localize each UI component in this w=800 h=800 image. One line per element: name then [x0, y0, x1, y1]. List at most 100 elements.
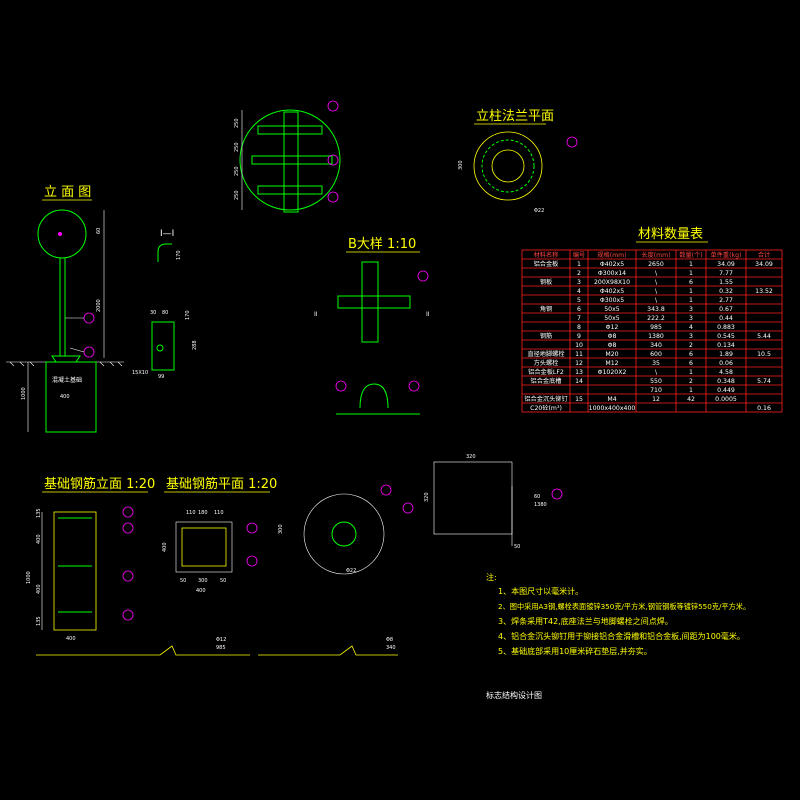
table-cell: Φ402x5	[600, 261, 624, 268]
table-cell: 1	[689, 261, 693, 268]
table-header-cell: 数量(个)	[679, 251, 702, 259]
table-cell: M4	[607, 396, 616, 403]
table-cell: 0.348	[717, 378, 735, 385]
dim-mid: 2000	[96, 299, 102, 312]
table-cell: 6	[689, 279, 693, 286]
post-back	[283, 111, 299, 213]
table-cell: 2	[577, 270, 581, 277]
table-cell: M12	[605, 360, 618, 367]
foundation-block	[45, 361, 97, 433]
rebar-1-dia: Φ12	[216, 637, 226, 643]
table-cell: 1	[689, 387, 693, 394]
section-profile	[157, 243, 172, 262]
table-cell: 550	[650, 378, 662, 385]
anchor-dim-a: 60	[534, 494, 540, 500]
table-cell: 340	[650, 342, 662, 349]
table-header-cell: 长度(mm)	[641, 251, 670, 259]
table-cell: 1.55	[719, 279, 733, 286]
rebar-shapes: Φ12 985 Φ8 340	[36, 637, 398, 656]
table-cell: 0.883	[717, 324, 735, 331]
table-cell: 0.32	[719, 288, 733, 295]
table-cell: 35	[652, 360, 660, 367]
table-cell: 34.09	[755, 261, 773, 268]
table-cell: 10.5	[757, 351, 771, 358]
callout-anchor	[551, 488, 563, 500]
elevation-view: 立 面 图 60 2000 1000 400 混凝土基础	[6, 185, 124, 433]
sign-back-outline	[239, 109, 341, 211]
detail-b: B大样 1:10 II II	[314, 237, 430, 415]
note-2: 2、图中采用A3钢,螺栓表面镀锌350克/平方米,钢管钢板等镀锌550克/平方米…	[498, 602, 750, 611]
table-cell: Φ300x14	[598, 270, 626, 277]
table-header-cell: 规格(mm)	[597, 251, 626, 259]
table-cell: 5.74	[757, 378, 771, 385]
flange-dim-h: 300	[458, 160, 464, 170]
base-flange-plan: Φ22	[303, 484, 414, 575]
flange-outer	[473, 131, 543, 201]
table-cell: 直径地脚螺栓	[527, 350, 564, 358]
table-cell: 10	[575, 342, 583, 349]
rail-top	[257, 125, 323, 135]
plate-dim-f: 99	[158, 374, 164, 380]
callout-2	[83, 346, 95, 358]
plate-dim-a: 30	[150, 310, 156, 316]
callout-f4	[122, 609, 134, 621]
table-cell: 1.89	[719, 351, 733, 358]
table-cell: 铝合金底槽	[531, 377, 562, 385]
flange-inner	[491, 149, 525, 183]
table-cell: 50x5	[604, 315, 620, 322]
table-cell: 14	[575, 378, 583, 385]
table-cell: 12	[575, 360, 583, 367]
table-cell: 1	[689, 288, 693, 295]
callout-detail-2	[335, 380, 347, 392]
plan-bottom-0: 50	[180, 578, 186, 584]
rebar-2-dia: Φ8	[386, 637, 393, 643]
dim-width: 400	[60, 394, 70, 400]
callout-detail-3	[408, 380, 420, 392]
clamp-profile	[359, 383, 389, 409]
flange-title: 立柱法兰平面	[476, 109, 554, 124]
post-base	[51, 355, 81, 363]
table-cell: 0.545	[717, 333, 735, 340]
table-cell: 5	[577, 297, 581, 304]
stiffener-plate: 30 80 170 288 15X10 99	[132, 310, 198, 380]
base-flange-outer	[303, 493, 385, 575]
table-cell: 0.67	[719, 306, 733, 313]
note-4: 4、铝合金沉头铆钉用于铆接铝合金滑槽和铝合金板,间距为100毫米。	[498, 631, 745, 641]
plate-dim-b: 80	[162, 310, 168, 316]
flange-dim-hole: Φ22	[534, 208, 544, 214]
table-cell: 0.134	[717, 342, 735, 349]
table-cell: 角钢	[540, 305, 552, 313]
table-cell: 0.0005	[715, 396, 737, 403]
table-cell: 1	[577, 261, 581, 268]
callout-c2	[402, 502, 414, 514]
table-cell: 13.52	[755, 288, 773, 295]
drawing-name: 标志结构设计图	[486, 690, 542, 700]
base-flange-hole: Φ22	[346, 568, 356, 574]
sign-dim-1: 250	[234, 142, 240, 152]
callout-flange	[566, 136, 578, 148]
f-dim-a: 135	[36, 508, 42, 518]
anchor-plate: 320 320 60 1380 50	[424, 454, 563, 550]
table-cell: 42	[687, 396, 695, 403]
sign-back-view: 250 250 250 250	[234, 100, 341, 213]
f-dim-c: 1000	[26, 571, 32, 584]
table-cell: 8	[577, 324, 581, 331]
foundation-plan: 基础钢筋平面 1:20 110 180 110 400 50 300 50 40…	[162, 476, 284, 594]
note-1: 1、本图尺寸以毫米计。	[498, 586, 583, 596]
rebar-shape-2	[258, 645, 398, 656]
elevation-title: 立 面 图	[44, 185, 91, 200]
table-title: 材料数量表	[638, 227, 703, 242]
table-header-cell: 单件重(kg)	[711, 251, 742, 259]
anchor-dim-c: 50	[514, 544, 520, 550]
sign-center-mark	[58, 232, 62, 236]
flange-bolt-circle	[481, 139, 535, 193]
callout-c1	[380, 484, 392, 496]
anchor-dim-w: 320	[466, 454, 476, 460]
sign-dim-0: 250	[234, 118, 240, 128]
section-1: I—I 170	[157, 229, 182, 262]
note-5: 5、基础底部采用10厘米碎石垫层,并夯实。	[498, 646, 652, 656]
plate-dim-c: 170	[185, 310, 191, 320]
table-cell: Φ8	[608, 342, 617, 349]
table-cell: 2.77	[719, 297, 733, 304]
table-cell: 钢筋	[540, 332, 552, 340]
